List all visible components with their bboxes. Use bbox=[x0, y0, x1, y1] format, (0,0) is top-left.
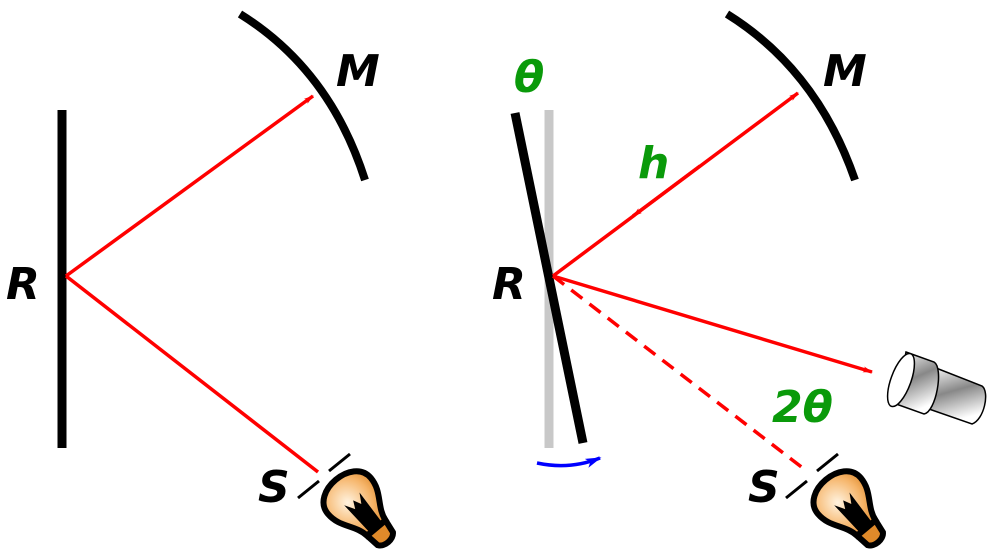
reflector-label: R bbox=[6, 259, 40, 310]
mirror-label: M bbox=[823, 46, 867, 97]
source-label: S bbox=[748, 462, 780, 513]
rotated-reflector-mirror bbox=[510, 112, 588, 444]
return-beam-arrow bbox=[631, 164, 702, 218]
source-label: S bbox=[258, 462, 290, 513]
mirror-label: M bbox=[336, 46, 380, 97]
slit bbox=[785, 452, 839, 500]
camera-icon bbox=[886, 350, 987, 425]
distance-label: h bbox=[638, 138, 669, 189]
rotation-arrow-icon bbox=[536, 456, 602, 468]
light-bulb-icon bbox=[314, 462, 409, 560]
left-panel: R M S bbox=[6, 10, 410, 560]
deflection-angle-label: 2θ bbox=[772, 382, 833, 433]
curved-mirror bbox=[724, 10, 859, 182]
slit bbox=[297, 452, 351, 500]
deflected-beam bbox=[552, 274, 873, 374]
dashed-original-beam bbox=[551, 274, 810, 474]
reflected-beam bbox=[64, 94, 315, 278]
curved-mirror bbox=[237, 10, 369, 182]
reflector-label: R bbox=[492, 259, 526, 310]
rotation-angle-label: θ bbox=[514, 52, 544, 103]
incident-beam bbox=[64, 274, 320, 474]
light-bulb-icon bbox=[804, 462, 899, 560]
right-panel: R M S θ h 2θ bbox=[492, 10, 987, 560]
